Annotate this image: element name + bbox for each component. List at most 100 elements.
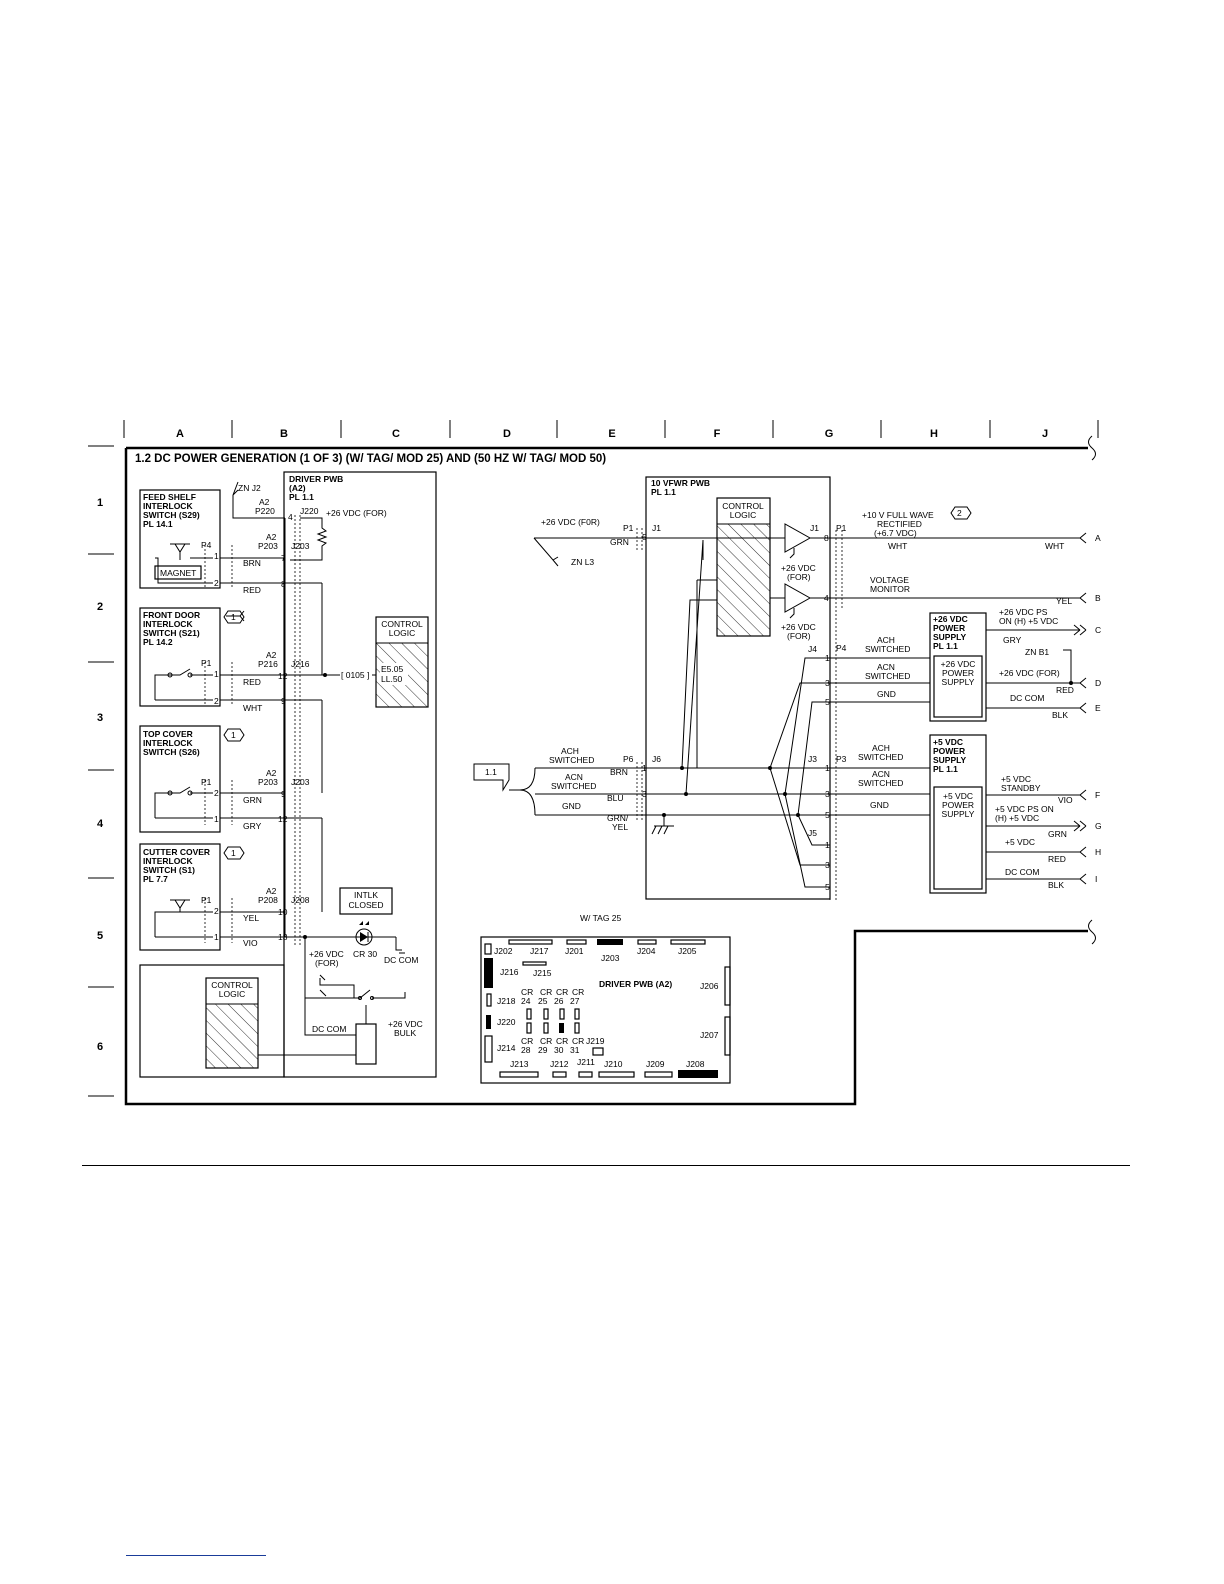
svg-text:INTERLOCK: INTERLOCK bbox=[143, 856, 193, 866]
svg-text:RED: RED bbox=[1056, 685, 1074, 695]
svg-text:FRONT DOOR: FRONT DOOR bbox=[143, 610, 200, 620]
svg-text:CONTROL: CONTROL bbox=[211, 980, 253, 990]
svg-text:WHT: WHT bbox=[243, 703, 262, 713]
svg-text:SWITCHED: SWITCHED bbox=[858, 752, 903, 762]
svg-text:CR: CR bbox=[540, 987, 552, 997]
svg-text:4: 4 bbox=[288, 512, 293, 522]
svg-text:(FOR): (FOR) bbox=[787, 572, 811, 582]
svg-text:INTERLOCK: INTERLOCK bbox=[143, 738, 193, 748]
svg-text:LOGIC: LOGIC bbox=[389, 628, 415, 638]
svg-text:ACN: ACN bbox=[872, 769, 890, 779]
svg-text:P1: P1 bbox=[201, 895, 212, 905]
svg-text:+26 VDC: +26 VDC bbox=[781, 622, 816, 632]
svg-text:2: 2 bbox=[214, 578, 219, 588]
svg-text:RED: RED bbox=[243, 677, 261, 687]
svg-text:ZN L3: ZN L3 bbox=[571, 557, 594, 567]
svg-text:J203: J203 bbox=[291, 777, 310, 787]
col-j: J bbox=[1042, 428, 1048, 440]
svg-text:(FOR): (FOR) bbox=[787, 631, 811, 641]
svg-text:PL 14.1: PL 14.1 bbox=[143, 519, 173, 529]
row-3: 3 bbox=[97, 712, 103, 724]
svg-text:BLK: BLK bbox=[1052, 710, 1068, 720]
switch-feed-shelf: FEED SHELF INTERLOCK SWITCH (S29) PL 14.… bbox=[139, 489, 261, 595]
svg-text:CR: CR bbox=[556, 1036, 568, 1046]
svg-text:1: 1 bbox=[214, 551, 219, 561]
svg-text:J203: J203 bbox=[601, 953, 620, 963]
svg-text:J214: J214 bbox=[497, 1043, 516, 1053]
svg-text:12: 12 bbox=[278, 671, 288, 681]
column-header: A B C D E F G H J bbox=[123, 420, 1099, 440]
ps-5vdc: +5 VDC POWER SUPPLY PL 1.1 +5 VDC POWER … bbox=[929, 734, 1102, 894]
svg-text:1: 1 bbox=[214, 932, 219, 942]
svg-text:WHT: WHT bbox=[888, 541, 907, 551]
col-h: H bbox=[930, 428, 938, 440]
svg-text:3: 3 bbox=[825, 860, 830, 870]
svg-text:VIO: VIO bbox=[243, 938, 258, 948]
svg-text:A2: A2 bbox=[266, 768, 277, 778]
svg-text:J201: J201 bbox=[565, 946, 584, 956]
svg-text:POWER: POWER bbox=[933, 746, 965, 756]
svg-text:J1: J1 bbox=[652, 523, 661, 533]
row-6: 6 bbox=[97, 1041, 103, 1053]
svg-text:J220: J220 bbox=[497, 1017, 516, 1027]
col-b: B bbox=[280, 428, 288, 440]
svg-text:DC COM: DC COM bbox=[1005, 867, 1039, 877]
svg-text:J202: J202 bbox=[494, 946, 513, 956]
svg-text:A2: A2 bbox=[266, 650, 277, 660]
svg-text:SUPPLY: SUPPLY bbox=[942, 677, 975, 687]
switch-cutter-cover: CUTTER COVER INTERLOCK SWITCH (S1) PL 7.… bbox=[139, 843, 259, 951]
svg-text:1: 1 bbox=[825, 840, 830, 850]
col-g: G bbox=[825, 428, 834, 440]
svg-text:YEL: YEL bbox=[243, 913, 259, 923]
svg-text:3: 3 bbox=[825, 789, 830, 799]
svg-text:P216: P216 bbox=[258, 659, 278, 669]
svg-text:F: F bbox=[1095, 790, 1100, 800]
svg-text:5: 5 bbox=[825, 810, 830, 820]
svg-text:CONTROL: CONTROL bbox=[722, 501, 764, 511]
svg-text:J213: J213 bbox=[510, 1059, 529, 1069]
svg-text:POWER: POWER bbox=[942, 668, 974, 678]
svg-text:GRN/: GRN/ bbox=[607, 813, 629, 823]
footer-link-underline[interactable] bbox=[126, 1555, 266, 1556]
svg-text:12: 12 bbox=[278, 814, 288, 824]
svg-text:1: 1 bbox=[231, 730, 236, 740]
svg-text:GRN: GRN bbox=[243, 795, 262, 805]
svg-text:1: 1 bbox=[825, 763, 830, 773]
svg-text:+10 V FULL WAVE: +10 V FULL WAVE bbox=[862, 510, 934, 520]
svg-text:YEL: YEL bbox=[612, 822, 628, 832]
svg-text:J1: J1 bbox=[810, 523, 819, 533]
svg-text:J209: J209 bbox=[646, 1059, 665, 1069]
driver-pwb-board-layout: W/ TAG 25 DRIVER PWB (A2) J202 J217 J201… bbox=[480, 913, 731, 1084]
svg-text:+5 VDC: +5 VDC bbox=[933, 737, 963, 747]
svg-text:ZN J2: ZN J2 bbox=[238, 483, 261, 493]
page-divider bbox=[82, 1165, 1130, 1166]
svg-text:P1: P1 bbox=[623, 523, 634, 533]
svg-text:A2: A2 bbox=[259, 497, 270, 507]
svg-text:P4: P4 bbox=[836, 643, 847, 653]
col-a: A bbox=[176, 428, 184, 440]
svg-text:DC COM: DC COM bbox=[312, 1024, 346, 1034]
svg-text:PL 14.2: PL 14.2 bbox=[143, 637, 173, 647]
svg-text:H: H bbox=[1095, 847, 1101, 857]
svg-text:INTLK: INTLK bbox=[354, 890, 378, 900]
svg-text:+5 VDC: +5 VDC bbox=[943, 791, 973, 801]
svg-text:WHT: WHT bbox=[1045, 541, 1064, 551]
svg-text:A2: A2 bbox=[266, 532, 277, 542]
svg-text:P1: P1 bbox=[836, 523, 847, 533]
svg-text:+26 VDC PS: +26 VDC PS bbox=[999, 607, 1048, 617]
svg-text:D: D bbox=[1095, 678, 1101, 688]
svg-text:27: 27 bbox=[570, 996, 580, 1006]
svg-text:2: 2 bbox=[214, 906, 219, 916]
svg-text:ACH: ACH bbox=[877, 635, 895, 645]
svg-text:BLK: BLK bbox=[1048, 880, 1064, 890]
svg-text:PL 7.7: PL 7.7 bbox=[143, 874, 168, 884]
vfwr-pwb: 10 VFWR PWB PL 1.1 CONTROL LOGIC +26 VDC… bbox=[473, 476, 1101, 900]
svg-text:5: 5 bbox=[825, 882, 830, 892]
svg-text:J210: J210 bbox=[604, 1059, 623, 1069]
svg-text:ACH: ACH bbox=[872, 743, 890, 753]
svg-text:28: 28 bbox=[521, 1045, 531, 1055]
svg-text:CR: CR bbox=[521, 1036, 533, 1046]
svg-text:PL 1.1: PL 1.1 bbox=[933, 764, 958, 774]
col-e: E bbox=[608, 428, 615, 440]
